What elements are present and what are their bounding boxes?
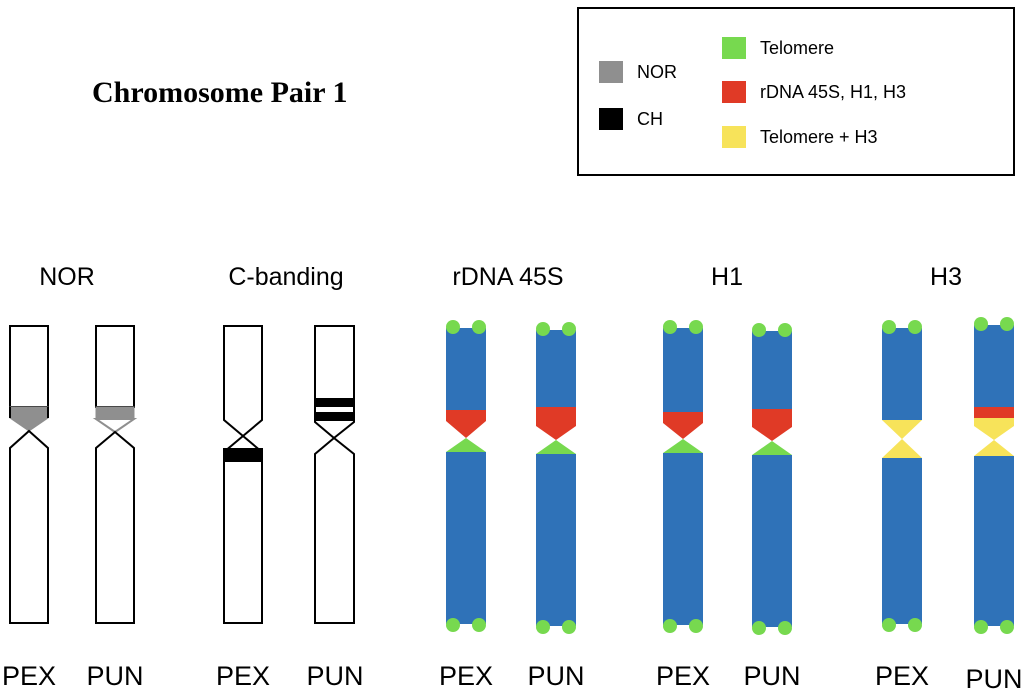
- nor-band: [95, 406, 135, 420]
- sample-label-h1-pun: PUN: [743, 661, 801, 691]
- sample-label-rdna-pun: PUN: [527, 661, 585, 691]
- legend-label-ch: CH: [637, 108, 663, 129]
- chromosome-rdna-pun: [536, 322, 576, 634]
- sample-label-nor-pun: PUN: [86, 661, 144, 691]
- panel-title-nor: NOR: [39, 263, 95, 291]
- sample-label-h3-pun: PUN: [965, 664, 1023, 694]
- telomere-signal: [536, 322, 550, 336]
- telomere-signal: [536, 620, 550, 634]
- panel-title-h3: H3: [930, 263, 962, 291]
- legend-label-nor: NOR: [637, 61, 677, 82]
- telomere-signal: [663, 320, 677, 334]
- telomere-signal: [689, 320, 703, 334]
- telomere-h3-signal: [882, 420, 922, 458]
- legend-item-telomere: Telomere: [722, 37, 834, 59]
- telomere-signal: [1000, 620, 1014, 634]
- panel-title-c-banding: C-banding: [228, 263, 344, 291]
- ch-band: [314, 412, 355, 421]
- telomere-signal: [446, 320, 460, 334]
- telomere-signal: [882, 618, 896, 632]
- sample-label-cband-pun: PUN: [306, 661, 364, 691]
- legend-item-ch: CH: [599, 108, 663, 130]
- chromosome-h3-pun: [974, 317, 1014, 634]
- telomere-signal: [472, 320, 486, 334]
- ch-band: [314, 398, 355, 407]
- chromosome-cband-pun: [314, 325, 355, 624]
- legend-item-telomere-h3: Telomere + H3: [722, 126, 878, 148]
- chromosome-nor-pun: [92, 325, 138, 624]
- panel-title-h1: H1: [711, 263, 743, 291]
- chromosome-nor-pex: [9, 325, 49, 624]
- sample-label-h1-pex: PEX: [655, 661, 711, 691]
- panel-title-rdna: rDNA 45S: [452, 263, 564, 291]
- nor-band: [9, 406, 49, 432]
- telomere-signal: [882, 320, 896, 334]
- telomere-h3-swatch: [722, 126, 746, 148]
- h1-signal: [752, 409, 792, 441]
- chromosome-rdna-pex: [446, 320, 486, 632]
- telomere-signal: [472, 618, 486, 632]
- legend-label-telomere-h3: Telomere + H3: [760, 126, 878, 147]
- telomere-signal: [562, 620, 576, 634]
- telomere-signal: [974, 317, 988, 331]
- telomere-signal: [663, 439, 703, 453]
- telomere-signal: [689, 619, 703, 633]
- telomere-signal: [778, 621, 792, 635]
- telomere-signal: [752, 441, 792, 455]
- legend-label-telomere: Telomere: [760, 37, 835, 58]
- telomere-signal: [908, 618, 922, 632]
- figure-title: Chromosome Pair 1: [92, 76, 348, 109]
- chromosome-h3-pex: [882, 320, 922, 632]
- legend-item-rdna: rDNA 45S, H1, H3: [722, 81, 906, 103]
- rdna-swatch: [722, 81, 746, 103]
- rdna-signal: [446, 410, 486, 438]
- telomere-signal: [974, 620, 988, 634]
- rdna-signal: [536, 407, 576, 440]
- telomere-signal: [562, 322, 576, 336]
- nor-swatch: [599, 61, 623, 83]
- telomere-signal: [752, 621, 766, 635]
- legend-item-nor: NOR: [599, 61, 677, 83]
- telomere-signal: [663, 619, 677, 633]
- telomere-signal: [446, 618, 460, 632]
- telomere-signal: [778, 323, 792, 337]
- telomere-swatch: [722, 37, 746, 59]
- chromosome-h1-pun: [752, 323, 792, 635]
- ch-band: [223, 448, 263, 462]
- sample-label-rdna-pex: PEX: [438, 661, 494, 691]
- legend-label-rdna: rDNA 45S, H1, H3: [760, 81, 907, 102]
- sample-label-h3-pex: PEX: [874, 661, 930, 691]
- legend: NOR CH Telomere rDNA 45S, H1, H3 Telomer…: [577, 7, 1015, 176]
- sample-label-cband-pex: PEX: [215, 661, 271, 691]
- sample-label-nor-pex: PEX: [1, 661, 57, 691]
- h3-signal: [974, 407, 1014, 418]
- telomere-signal: [752, 323, 766, 337]
- telomere-h3-signal: [974, 418, 1014, 456]
- chromosome-cband-pex: [223, 325, 263, 624]
- telomere-signal: [446, 438, 486, 452]
- chromosome-h1-pex: [663, 320, 703, 633]
- telomere-signal: [536, 440, 576, 454]
- telomere-signal: [908, 320, 922, 334]
- h1-signal: [663, 412, 703, 439]
- telomere-signal: [1000, 317, 1014, 331]
- ch-swatch: [599, 108, 623, 130]
